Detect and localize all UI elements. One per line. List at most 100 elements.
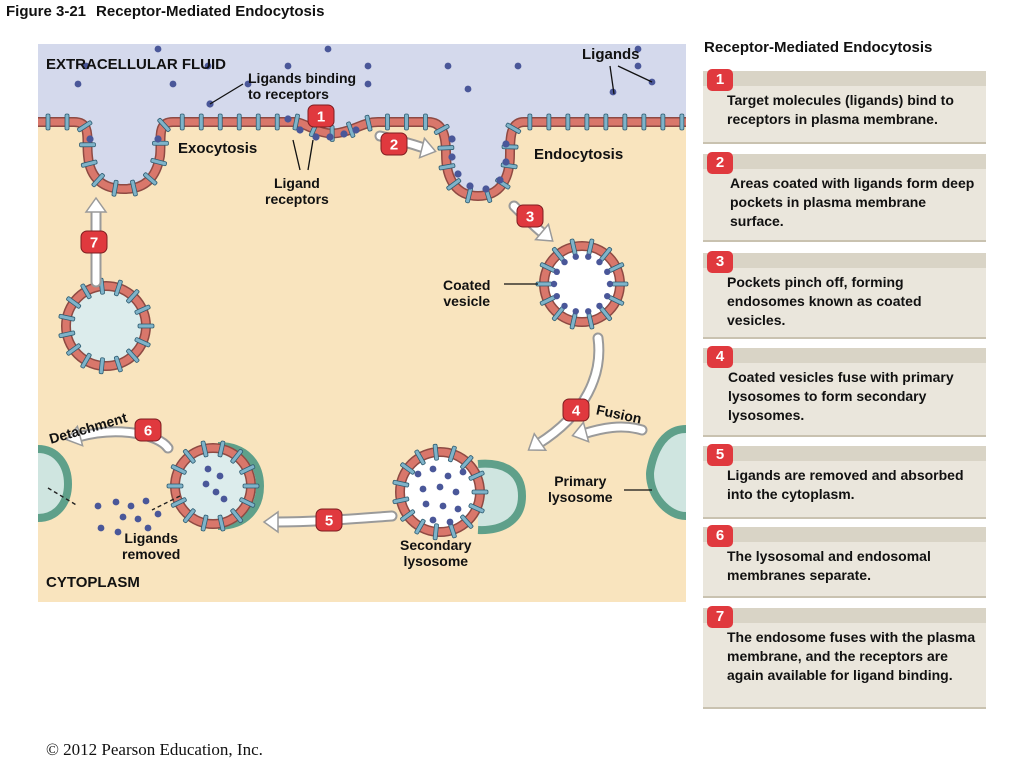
release-arrow-left — [47, 487, 79, 507]
arrow-step-4 — [534, 334, 603, 448]
figure-title: Figure 3-21 Receptor-Mediated Endocytosis — [6, 3, 334, 20]
receptor-mark — [404, 113, 409, 131]
arrow-step-4-head-shape — [527, 432, 548, 451]
ligand-dot — [202, 480, 210, 488]
step-marker-number: 2 — [390, 137, 398, 154]
bound-ligand-dot — [466, 182, 474, 190]
receptor-mark — [179, 113, 185, 131]
step-marker-number: 5 — [325, 513, 333, 530]
receptor-mark — [182, 448, 196, 464]
receptor-mark — [113, 279, 123, 297]
arrow-step-2-head-shape — [418, 136, 437, 159]
bound-ligand-dot — [606, 280, 614, 288]
arrow-step-6-head — [65, 424, 84, 447]
bound-ligand-dot — [284, 115, 292, 123]
released-ligand-dot — [142, 497, 150, 505]
released-ligand-dot — [144, 524, 152, 532]
label-coated-vesicle: Coated vesicle — [443, 277, 491, 309]
label-endocytosis: Endocytosis — [534, 146, 624, 163]
step-badge-1: 1 — [707, 69, 733, 91]
receptor-mark — [392, 479, 410, 488]
release-arrow-right — [151, 495, 181, 511]
step-marker-4 — [562, 398, 590, 422]
figure-number: Figure 3-21 — [6, 3, 87, 20]
receptor-mark — [80, 352, 92, 369]
receptor-mark — [603, 113, 609, 131]
receptor-mark — [126, 289, 140, 304]
figure-title-text: Receptor-Mediated Endocytosis — [96, 3, 325, 20]
label-secondary-lysosome: Secondary lysosome — [400, 537, 472, 569]
receptor-mark — [471, 489, 489, 495]
step-text-5: Ligands are removed and absorbed into th… — [727, 467, 964, 502]
arrow-step-3-head — [534, 222, 554, 242]
receptor-mark — [460, 455, 474, 470]
copyright-notice: © 2012 Pearson Education, Inc. — [46, 740, 263, 759]
receptor-mark — [77, 120, 93, 133]
receptor-mark — [414, 518, 426, 535]
ligand-dot — [154, 45, 162, 53]
released-ligand-dot — [114, 528, 122, 536]
step-header — [703, 446, 986, 461]
receptor-mark — [236, 113, 242, 131]
ligand-dot — [452, 488, 460, 496]
receptor-mark — [679, 113, 685, 131]
step-header — [703, 253, 986, 268]
step-badge-6: 6 — [707, 525, 733, 547]
extracellular-fluid-region — [38, 44, 686, 196]
ligand-dot — [74, 80, 82, 88]
bound-ligand-dot — [502, 140, 510, 148]
ligand-dot — [244, 80, 252, 88]
step-item-3: 3 Pockets pinch off, forming endosomes k… — [703, 251, 986, 339]
label-primary-lysosome: Primary lysosome — [548, 473, 613, 505]
receptor-mark — [143, 172, 158, 186]
step-text-4: Coated vesicles fuse with primary lysoso… — [728, 369, 954, 423]
receptor-mark — [111, 179, 119, 197]
label-ligands-binding: Ligands binding to receptors — [248, 70, 357, 102]
label-cytoplasm: CYTOPLASM — [46, 574, 140, 591]
receptor-mark — [392, 496, 410, 505]
ligand-dot — [422, 500, 430, 508]
receptor-mark — [468, 470, 485, 481]
released-ligand-dot — [127, 502, 135, 510]
receptor-mark — [468, 503, 485, 514]
receptor-mark — [611, 281, 629, 287]
arrow-fusion — [579, 423, 646, 438]
step-marker-number: 3 — [526, 209, 534, 226]
bound-ligand-dot — [502, 158, 510, 166]
arrow-step-5-head — [262, 510, 279, 534]
ligand-dot — [444, 472, 452, 480]
label-extracellular-fluid: EXTRACELLULAR FLUID — [46, 56, 226, 73]
ligand-dot — [464, 85, 472, 93]
receptor-mark — [137, 323, 155, 329]
receptor-mark — [134, 337, 151, 348]
ligand-dot — [419, 485, 427, 493]
bound-ligand-dot — [561, 258, 568, 266]
receptor-mark — [432, 443, 439, 461]
ligand-dot — [220, 495, 228, 503]
receptor-mark — [292, 113, 300, 131]
bound-ligand-dot — [86, 135, 94, 143]
ligand-dot — [169, 80, 177, 88]
receptor-mark — [79, 142, 96, 148]
bound-ligand-dot — [352, 126, 360, 134]
receptor-mark — [385, 113, 390, 131]
bound-ligand-dot — [585, 253, 592, 260]
receptor-mark — [505, 122, 522, 134]
released-ligand-dot — [134, 515, 142, 523]
step-marker-number: 7 — [90, 235, 98, 252]
ligand-dot — [514, 62, 522, 70]
arrow-step-4-head — [527, 432, 548, 451]
bound-ligand-dot — [604, 268, 611, 276]
receptor-mark — [91, 173, 105, 188]
receptor-mark — [80, 159, 98, 168]
receptor-mark — [437, 145, 455, 151]
step-marker-number: 6 — [144, 423, 152, 440]
ligand-dot — [459, 468, 467, 476]
step-badge-4: 4 — [707, 346, 733, 368]
bound-ligand-dot — [454, 170, 462, 178]
secondary-lysosome-cap — [477, 459, 527, 535]
receptor-mark — [584, 113, 590, 131]
ligand-dot — [204, 62, 212, 70]
ligand-dot — [454, 505, 462, 513]
